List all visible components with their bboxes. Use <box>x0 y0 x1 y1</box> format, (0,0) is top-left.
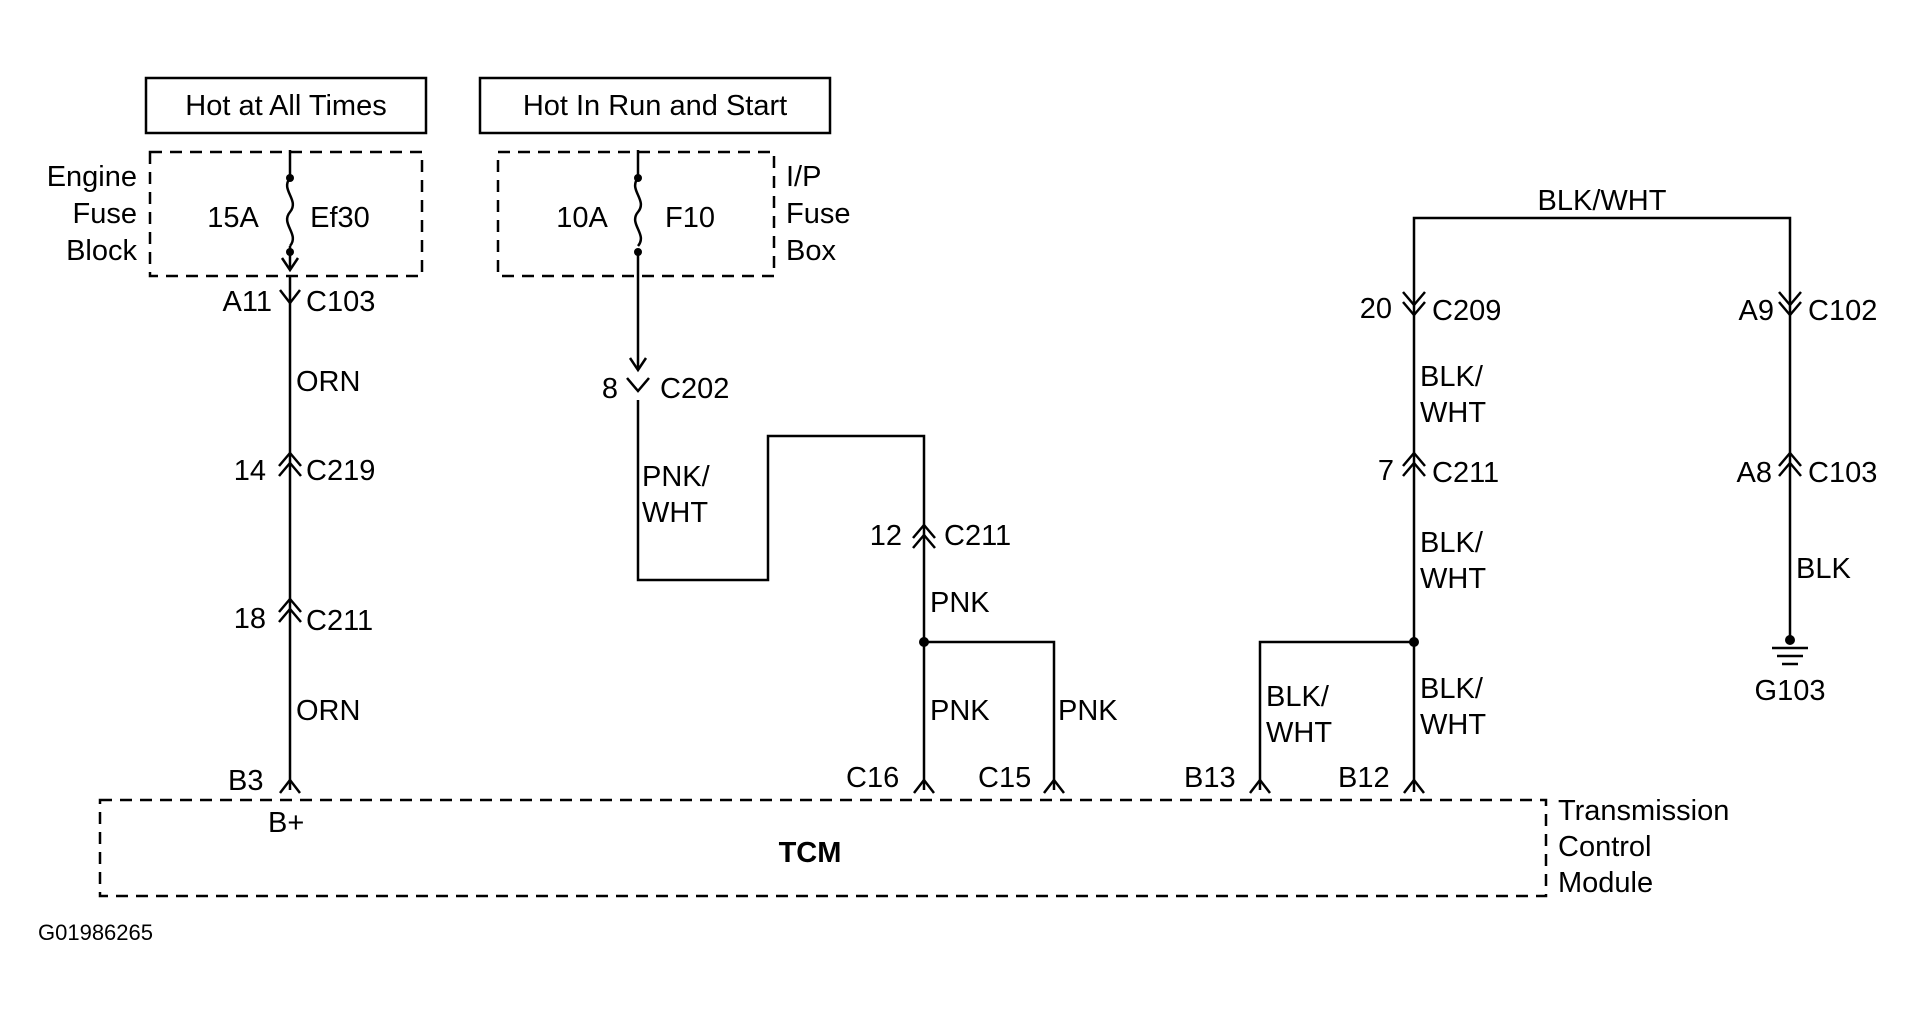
ip-fuse-box-label: I/P <box>786 161 821 193</box>
hot-in-run-and-start-box: Hot In Run and Start <box>478 76 832 135</box>
terminal-icon <box>279 777 301 794</box>
connector-id-label: C209 <box>1432 295 1501 327</box>
engine-fuse-block-label: Block <box>66 235 137 267</box>
connector-icon <box>912 523 936 549</box>
connector-pin-label: 8 <box>602 373 618 405</box>
connector-icon <box>1402 451 1426 477</box>
fuse-f10-label: F10 <box>665 202 715 234</box>
circuit-ignition: 8 C202 PNK/ WHT 12 C211 PNK PNK PNK C16 … <box>602 252 1118 794</box>
fuse-icon <box>633 177 643 247</box>
tcm-name: TCM <box>779 837 842 869</box>
circuit-b-plus: A11 C103 ORN 14 C219 18 C211 ORN B3 B+ <box>223 276 375 839</box>
hot-in-run-and-start-label: Hot In Run and Start <box>523 90 787 122</box>
hot-at-all-times-label: Hot at All Times <box>185 90 386 122</box>
tcm-label: Transmission <box>1558 795 1729 827</box>
engine-fuse-block-label: Fuse <box>73 198 137 230</box>
connector-pin-label: A8 <box>1737 457 1772 489</box>
connector-icon <box>1778 291 1802 317</box>
tcm-terminal-label: B+ <box>268 807 304 839</box>
fuse-rating-15a: 15A <box>207 202 259 234</box>
wire-color-label: PNK <box>930 587 990 619</box>
connector-id-label: C103 <box>1808 457 1877 489</box>
connector-pin-label: A9 <box>1739 295 1774 327</box>
tcm-pin-label: B3 <box>228 765 263 797</box>
connector-pin-label: 18 <box>234 603 266 635</box>
wire-color-label: ORN <box>296 366 360 398</box>
connector-pin-label: A11 <box>223 286 272 318</box>
connector-id-label: C211 <box>1432 457 1499 489</box>
wire-color-label: BLK/ <box>1420 361 1484 393</box>
engine-fuse-block-label: Engine <box>47 161 137 193</box>
connector-pin-label: 7 <box>1378 455 1394 487</box>
connector-id-label: C219 <box>306 455 375 487</box>
tcm-module: TCM Transmission Control Module <box>98 795 1729 899</box>
connector-id-label: C211 <box>944 520 1011 552</box>
connector-icon <box>626 377 650 393</box>
wire-color-label: BLK/ <box>1266 681 1330 713</box>
terminal-icon <box>1403 777 1425 794</box>
wire-color-label: BLK/ <box>1420 527 1484 559</box>
wire-color-label: ORN <box>296 695 360 727</box>
wire-color-label: WHT <box>1420 397 1486 429</box>
connector-id-label: C102 <box>1808 295 1877 327</box>
connector-icon <box>1402 291 1426 317</box>
connector-id-label: C202 <box>660 373 729 405</box>
tcm-pin-label: C15 <box>978 762 1031 794</box>
engine-fuse-block: Engine Fuse Block 15A Ef30 <box>47 150 424 278</box>
connector-icon <box>279 289 301 306</box>
connector-icon <box>278 597 302 623</box>
ground-icon <box>1772 635 1808 666</box>
ip-fuse-box-label: Box <box>786 235 836 267</box>
terminal-icon <box>1043 777 1065 794</box>
wire-color-label: PNK <box>1058 695 1118 727</box>
ip-fuse-box: I/P Fuse Box 10A F10 <box>496 150 850 278</box>
tcm-pin-label: C16 <box>846 762 899 794</box>
wire-color-label: BLK/WHT <box>1538 185 1667 217</box>
wire-color-label: BLK <box>1796 553 1851 585</box>
wire-color-label: WHT <box>1420 709 1486 741</box>
tcm-pin-label: B13 <box>1184 762 1236 794</box>
connector-id-label: C211 <box>306 605 373 637</box>
figure-id: G01986265 <box>38 920 153 945</box>
wire-color-label: WHT <box>1266 717 1332 749</box>
wire-color-label: PNK <box>930 695 990 727</box>
wire-color-label: WHT <box>642 497 708 529</box>
fuse-rating-10a: 10A <box>556 202 608 234</box>
circuit-ground: BLK/WHT 20 C209 BLK/ WHT 7 C211 BLK/ WHT… <box>1184 185 1877 794</box>
wire-color-label: WHT <box>1420 563 1486 595</box>
hot-at-all-times-box: Hot at All Times <box>144 76 428 135</box>
terminal-icon <box>1249 777 1271 794</box>
ground-id-label: G103 <box>1755 675 1826 707</box>
connector-icon <box>278 451 302 477</box>
fuse-ef30-label: Ef30 <box>310 202 370 234</box>
connector-id-label: C103 <box>306 286 375 318</box>
wire-color-label: PNK/ <box>642 461 711 493</box>
terminal-icon <box>913 777 935 794</box>
connector-icon <box>1778 451 1802 477</box>
ip-fuse-box-label: Fuse <box>786 198 850 230</box>
wire-color-label: BLK/ <box>1420 673 1484 705</box>
connector-pin-label: 12 <box>870 520 902 552</box>
tcm-label: Control <box>1558 831 1652 863</box>
tcm-pin-label: B12 <box>1338 762 1390 794</box>
connector-pin-label: 20 <box>1360 293 1392 325</box>
tcm-label: Module <box>1558 867 1653 899</box>
connector-pin-label: 14 <box>234 455 266 487</box>
fuse-icon <box>285 177 295 247</box>
